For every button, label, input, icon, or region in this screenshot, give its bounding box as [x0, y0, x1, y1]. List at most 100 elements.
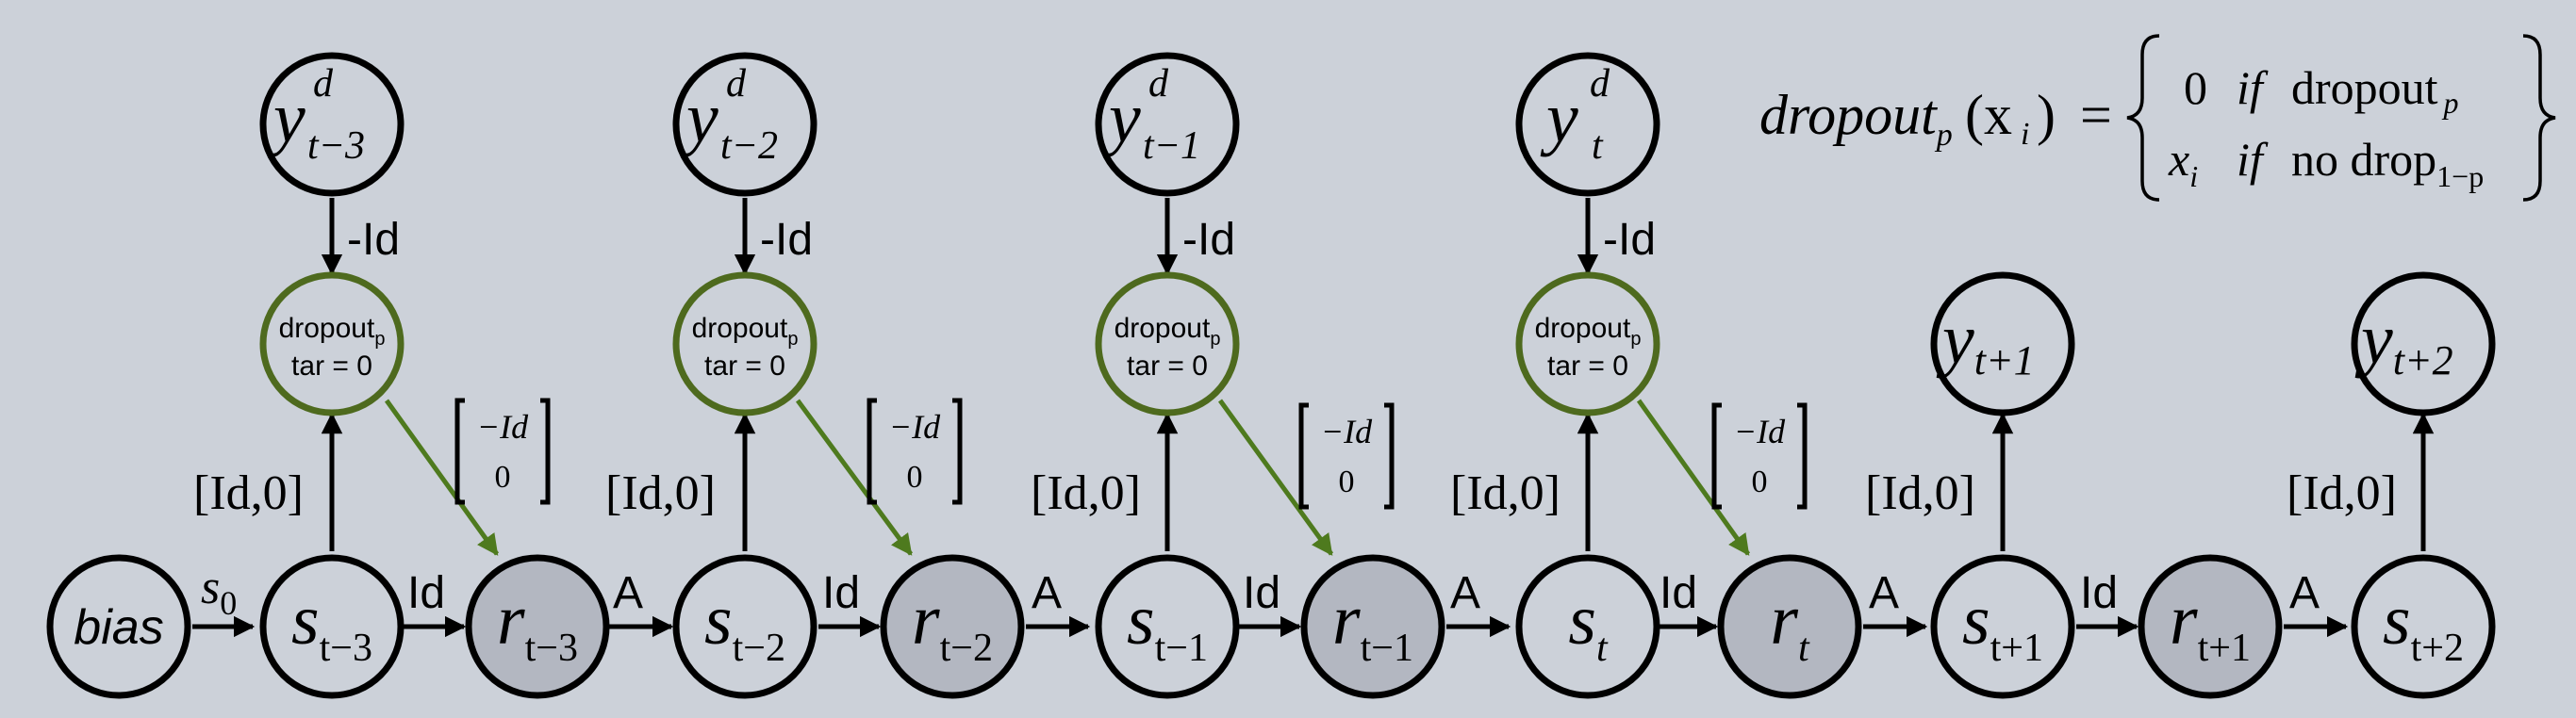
- label-neg-id: -Id: [760, 215, 813, 265]
- svg-text:): ): [2037, 84, 2056, 146]
- svg-text:bias: bias: [74, 600, 163, 655]
- svg-text:rt−2: rt−2: [912, 580, 993, 670]
- label-a: A: [1869, 568, 1899, 618]
- edge-dropout-r: [1217, 399, 1334, 556]
- neg-id-vector: −Id 0: [1298, 402, 1395, 510]
- formula-lhs: dropoutp: [1759, 84, 1953, 153]
- label-id0: [Id,0]: [605, 466, 716, 520]
- s-node: st: [1515, 554, 1660, 699]
- id0-labels: [Id,0] [Id,0] [Id,0] [Id,0] [Id,0] [Id,0…: [193, 466, 2397, 520]
- svg-text:tar = 0: tar = 0: [1127, 351, 1208, 382]
- svg-text:st−1: st−1: [1127, 580, 1208, 670]
- r-node: rt: [1717, 554, 1862, 699]
- svg-text:tar = 0: tar = 0: [704, 351, 785, 382]
- label-id: Id: [2080, 568, 2118, 618]
- formula-case1-if: if: [2237, 61, 2269, 114]
- bias-node: bias: [46, 554, 191, 699]
- formula-case1-value: 0: [2184, 61, 2207, 114]
- svg-text:d: d: [726, 62, 747, 106]
- label-id0: [Id,0]: [1865, 466, 1975, 520]
- svg-text:−Id: −Id: [1734, 413, 1786, 450]
- svg-text:rt+1: rt+1: [2170, 580, 2251, 670]
- s-node: st−2: [672, 554, 817, 699]
- svg-text:−Id: −Id: [477, 408, 529, 446]
- svg-text:y: y: [267, 78, 305, 157]
- dropout-node: dropoutp tar = 0: [1095, 271, 1240, 416]
- r-node: rt+1: [2138, 554, 2283, 699]
- svg-text:t: t: [1592, 124, 1604, 168]
- dropout-edges: [384, 399, 1751, 556]
- svg-text:st−3: st−3: [291, 580, 372, 670]
- svg-text:t−1: t−1: [1143, 124, 1200, 168]
- svg-text:d: d: [313, 62, 334, 106]
- svg-text:y: y: [680, 78, 718, 157]
- label-a: A: [1032, 568, 1062, 618]
- svg-text:y: y: [1540, 78, 1578, 157]
- label-a: A: [613, 568, 643, 618]
- label-id: Id: [822, 568, 860, 618]
- yd-node: y d t−1: [1095, 52, 1240, 197]
- label-neg-id: -Id: [1182, 215, 1235, 265]
- r-node: rt−1: [1300, 554, 1445, 699]
- label-a: A: [2289, 568, 2320, 618]
- formula-brace-right: [2522, 34, 2556, 202]
- yd-node: y d t−3: [259, 52, 405, 197]
- svg-text:0: 0: [495, 460, 511, 495]
- s-node: st−1: [1095, 554, 1240, 699]
- svg-text:st+1: st+1: [1962, 580, 2043, 670]
- svg-text:rt: rt: [1770, 580, 1810, 670]
- yd-node: y d t−2: [672, 52, 817, 197]
- vertical-edges: [321, 198, 2435, 551]
- svg-text:dropoutp: dropoutp: [692, 313, 799, 350]
- svg-text:y: y: [1102, 78, 1141, 157]
- edge-labels: s0 Id Id Id Id Id A A A A A -Id -Id -Id …: [201, 215, 2320, 622]
- y-node: yt+2: [2351, 271, 2496, 416]
- svg-text:dropoutp: dropoutp: [1535, 313, 1642, 350]
- edge-dropout-r: [384, 399, 500, 556]
- label-neg-id: -Id: [1603, 215, 1656, 265]
- svg-text:st−2: st−2: [704, 580, 785, 670]
- r-node: rt−2: [880, 554, 1025, 699]
- svg-text:t−2: t−2: [720, 124, 778, 168]
- svg-text:st: st: [1568, 580, 1609, 670]
- formula-eq: =: [2080, 84, 2112, 146]
- svg-text:−Id: −Id: [1321, 413, 1373, 450]
- edge-dropout-r: [795, 399, 914, 556]
- label-id: Id: [1243, 568, 1280, 618]
- formula-case2-value: xi: [2168, 133, 2198, 193]
- label-id0: [Id,0]: [1031, 466, 1141, 520]
- s-node: st+2: [2351, 554, 2496, 699]
- label-id0: [Id,0]: [2287, 466, 2397, 520]
- formula-case2-text: no drop1−p: [2291, 133, 2484, 193]
- label-s0: s0: [201, 561, 237, 622]
- label-id0: [Id,0]: [193, 466, 304, 520]
- formula-brace: [2126, 34, 2160, 202]
- svg-text:yt+1: yt+1: [1936, 300, 2035, 383]
- svg-text:0: 0: [1752, 465, 1768, 499]
- svg-text:d: d: [1148, 62, 1169, 106]
- s-node: st+1: [1930, 554, 2075, 699]
- svg-text:dropoutp: dropoutp: [1115, 313, 1221, 350]
- svg-text:st+2: st+2: [2383, 580, 2464, 670]
- svg-text:dropoutp: dropoutp: [279, 313, 386, 350]
- neg-id-vector: −Id 0: [1711, 402, 1808, 510]
- s-node: st−3: [259, 554, 405, 699]
- svg-text:0: 0: [1339, 465, 1355, 499]
- formula-case2-if: if: [2237, 133, 2269, 186]
- svg-text:t−3: t−3: [307, 124, 365, 168]
- neg-id-vector: −Id 0: [867, 398, 963, 505]
- label-id: Id: [407, 568, 445, 618]
- label-a: A: [1450, 568, 1480, 618]
- y-node: yt+1: [1930, 271, 2075, 416]
- svg-text:−Id: −Id: [889, 408, 941, 446]
- label-neg-id: -Id: [347, 215, 400, 265]
- neg-id-vectors: −Id 0 −Id 0 −Id 0 −Id 0: [454, 398, 1808, 510]
- r-node: rt−3: [465, 554, 610, 699]
- edge-dropout-r: [1636, 399, 1751, 556]
- yd-node: y d t: [1515, 52, 1660, 197]
- formula-arg: (x: [1965, 84, 2012, 146]
- svg-text:tar = 0: tar = 0: [291, 351, 372, 382]
